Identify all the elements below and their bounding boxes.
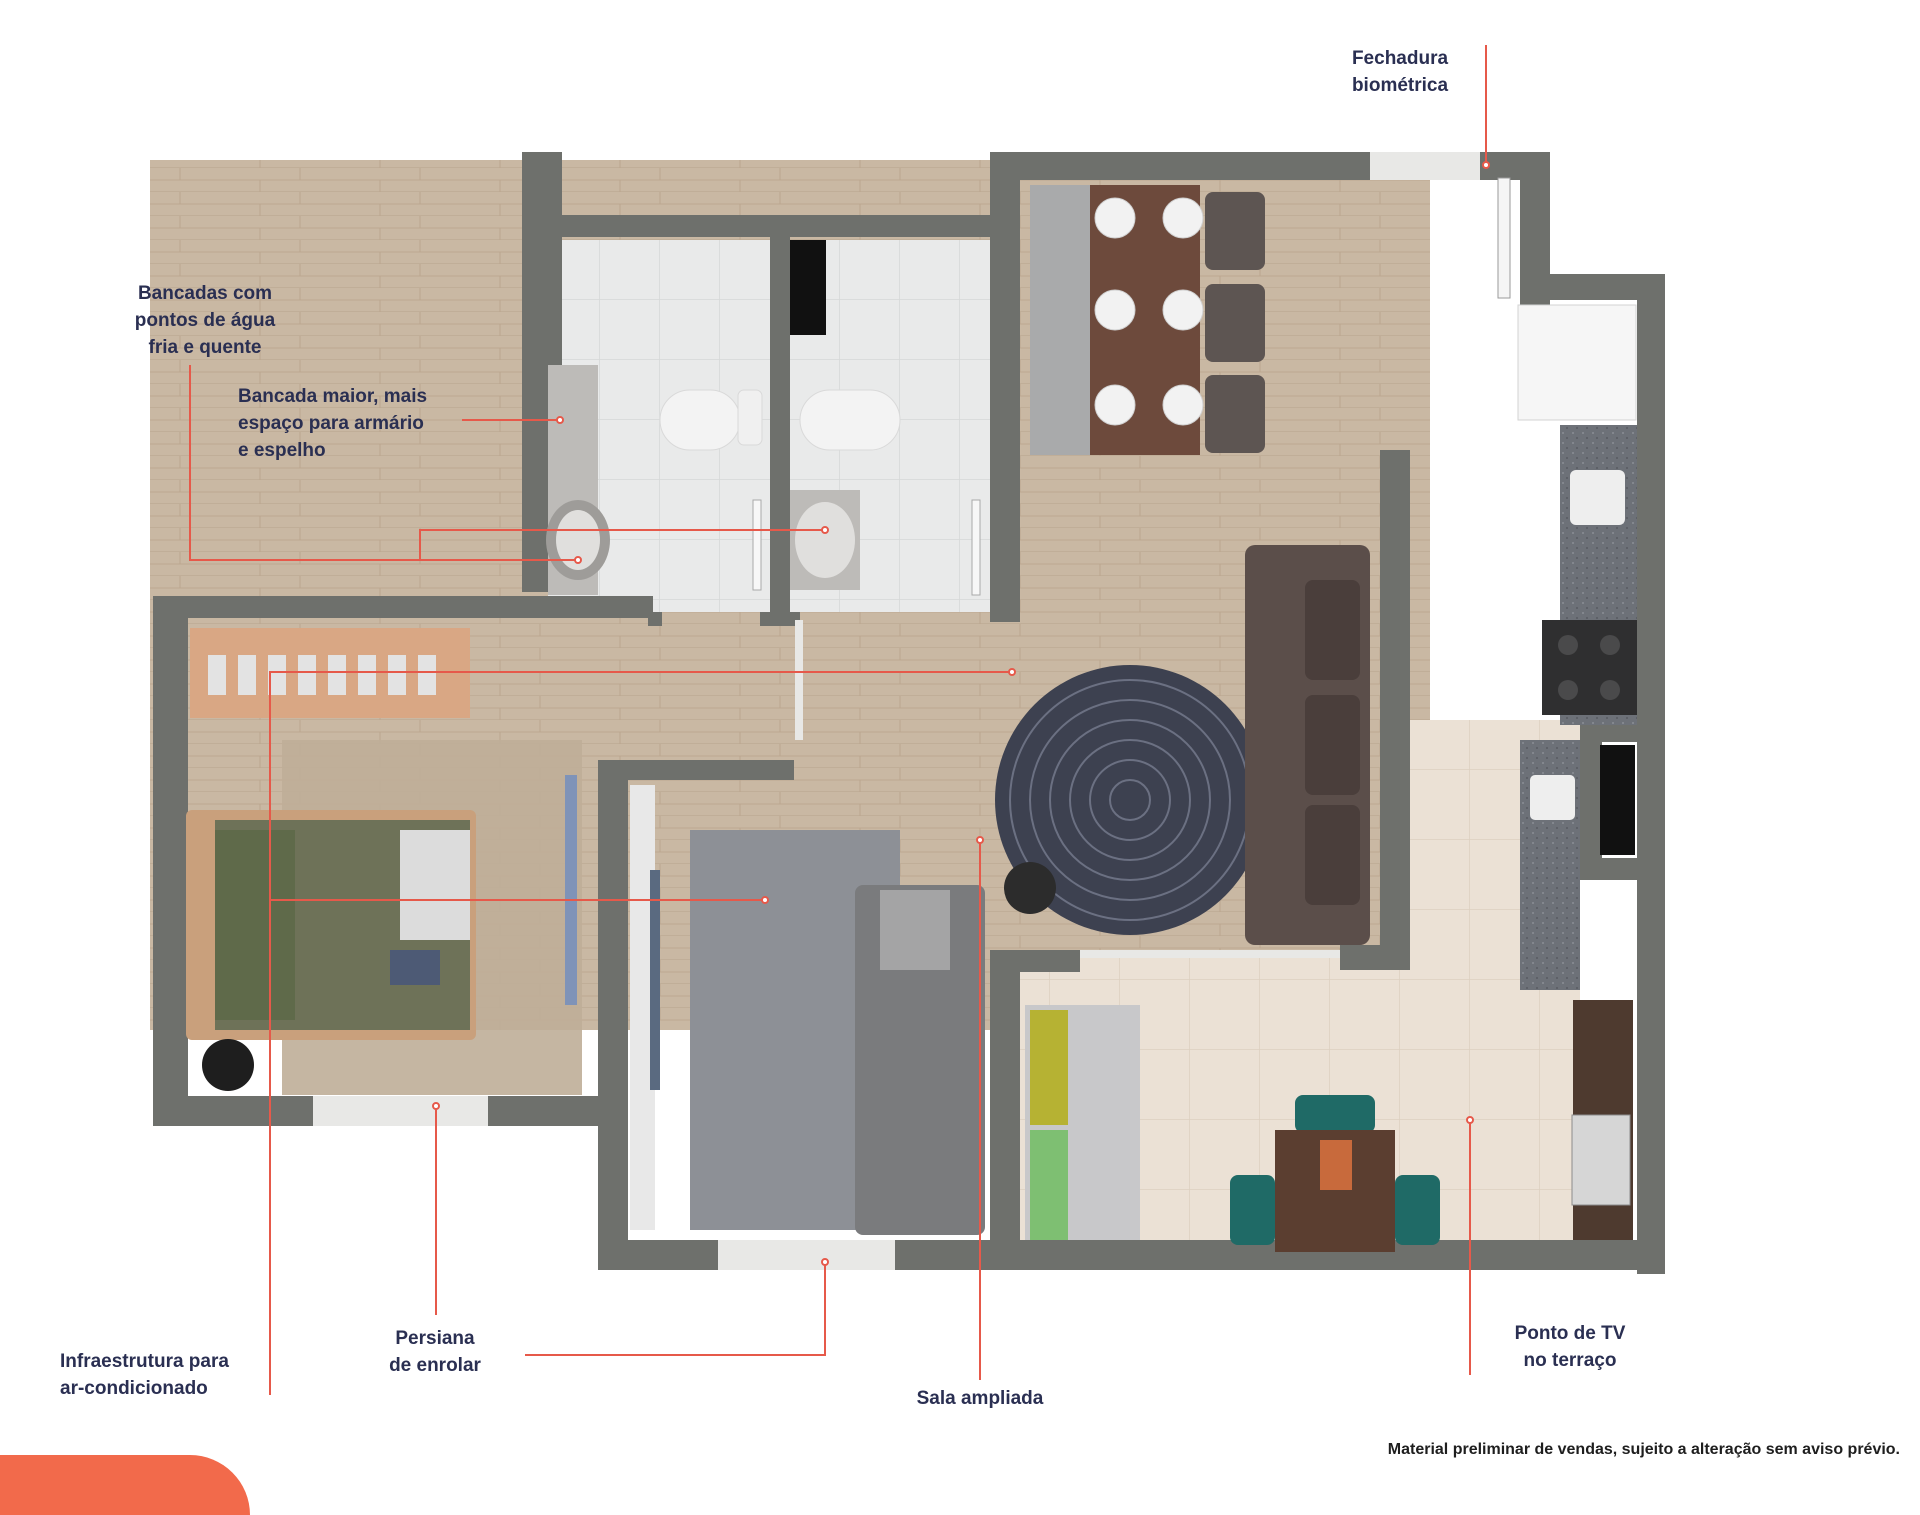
label-biometric-lock: Fechadura biométrica <box>1351 48 1449 96</box>
terrace <box>1025 1005 1440 1252</box>
label-ac-infrastructure: Infraestrutura para ar-condicionado <box>60 1351 229 1399</box>
dining-area <box>1030 177 1511 455</box>
openings <box>313 152 1480 1270</box>
living-area <box>630 545 1370 1235</box>
label-countertops-water: Bancadas com pontos de água fria e quent… <box>134 283 276 358</box>
label-living-room: Sala ampliada <box>916 1388 1044 1409</box>
walls <box>153 152 1665 1274</box>
bathroom-fixtures <box>546 240 981 596</box>
corner-accent-tab <box>0 1455 250 1515</box>
kitchen <box>1517 304 1637 1240</box>
label-roller-blind: Persiana de enrolar <box>389 1328 481 1376</box>
label-tv-terrace: Ponto de TV no terraço <box>1514 1323 1626 1371</box>
leader-lines <box>189 45 1487 1395</box>
disclaimer-text: Material preliminar de vendas, sujeito a… <box>1387 1441 1900 1458</box>
label-larger-countertop: Bancada maior, mais espaço para armário … <box>238 386 428 461</box>
leader-dots <box>432 161 1490 1266</box>
floor-plan <box>150 45 1665 1395</box>
